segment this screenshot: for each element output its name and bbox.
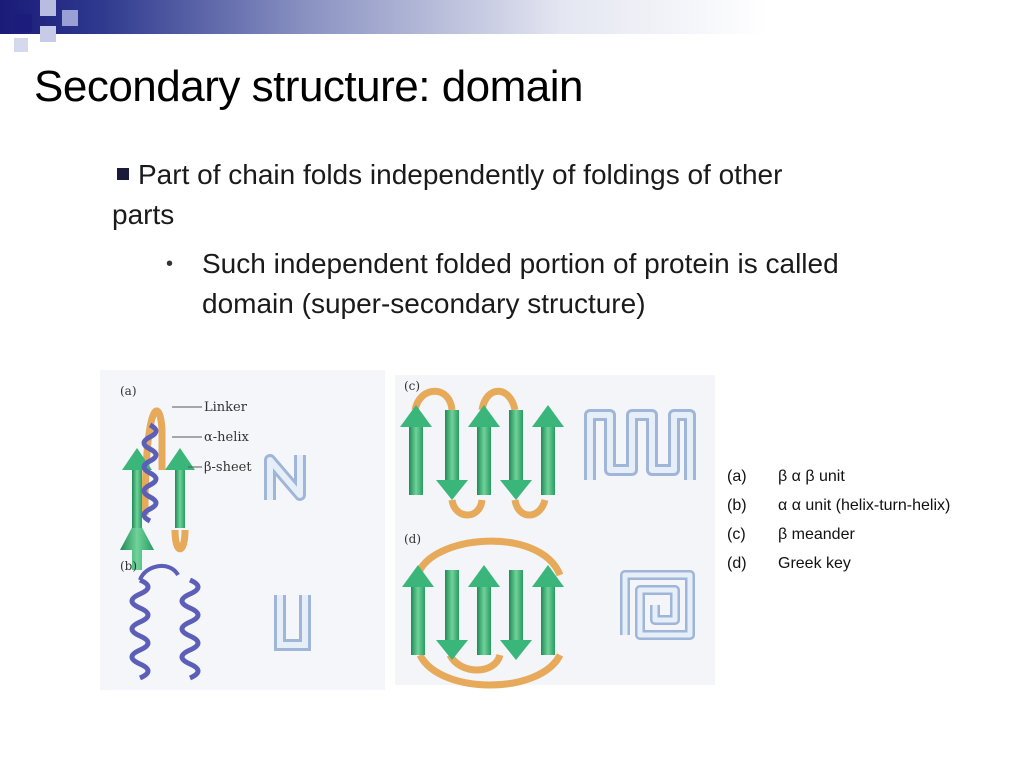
linker-loop (171, 529, 189, 553)
panel-b-diagram (129, 564, 311, 681)
linker-loops (411, 387, 549, 519)
beta-strands-d (402, 565, 564, 660)
panel-label-d: (d) (404, 532, 421, 546)
annotation-alpha-helix: α-helix (204, 430, 250, 445)
figure-legend: (a) β α β unit (b) α α unit (helix-turn-… (727, 468, 950, 584)
slide-title: Secondary structure: domain (34, 62, 584, 111)
panel-label-b: (b) (120, 559, 137, 573)
panel-d-diagram (402, 537, 695, 689)
alpha-helix (141, 422, 159, 524)
panel-c-diagram (400, 387, 696, 519)
annotation-linker: Linker (204, 400, 248, 415)
domain-figure-svg: (a) (b) (c) (d) Linker α-helix β-sheet (100, 370, 715, 690)
beta-strand-head (165, 448, 195, 470)
legend-text: Greek key (778, 555, 851, 572)
decor-square (40, 0, 56, 16)
legend-row: (b) α α unit (helix-turn-helix) (727, 497, 950, 526)
square-bullet-icon (117, 168, 129, 180)
legend-text: β α β unit (778, 468, 845, 485)
decor-square (14, 38, 28, 52)
decor-square (62, 10, 78, 26)
legend-row: (d) Greek key (727, 555, 950, 584)
linker-loop (414, 537, 564, 577)
decor-square (14, 14, 32, 32)
bullet-level-1-text: Part of chain folds independently of fol… (112, 159, 783, 230)
beta-strand-arrow (120, 518, 154, 570)
legend-key: (c) (727, 526, 746, 543)
beta-strands-c (400, 405, 564, 500)
linker-loop (416, 653, 564, 689)
legend-row: (c) β meander (727, 526, 950, 555)
legend-text: α α unit (helix-turn-helix) (778, 497, 951, 514)
bullet-level-2: • Such independent folded portion of pro… (166, 244, 882, 324)
header-gradient-band (0, 0, 1024, 34)
topology-schematic-d (622, 572, 693, 638)
legend-key: (b) (727, 497, 747, 514)
dot-bullet-icon: • (166, 253, 174, 275)
domain-figure: (a) (b) (c) (d) Linker α-helix β-sheet (100, 370, 720, 695)
beta-strand (132, 470, 142, 528)
topology-schematic-b (277, 595, 308, 648)
legend-text: β meander (778, 526, 855, 543)
topology-schematic-a (267, 455, 303, 500)
bullet-level-1: Part of chain folds independently of fol… (112, 155, 832, 235)
panel-label-a: (a) (120, 384, 137, 398)
beta-strand (175, 470, 185, 528)
panel-label-c: (c) (404, 379, 420, 393)
linker-loop (141, 407, 166, 516)
alpha-helix (129, 577, 151, 681)
legend-key: (a) (727, 468, 747, 485)
alpha-helix (179, 577, 201, 681)
topology-schematic-c (587, 412, 693, 480)
annotation-beta-sheet: β-sheet (204, 460, 252, 475)
bullet-level-2-text: Such independent folded portion of prote… (202, 248, 839, 319)
turn (138, 564, 180, 581)
legend-row: (a) β α β unit (727, 468, 950, 497)
decor-square (40, 26, 56, 42)
panel-a-diagram (120, 406, 306, 570)
legend-key: (d) (727, 555, 747, 572)
